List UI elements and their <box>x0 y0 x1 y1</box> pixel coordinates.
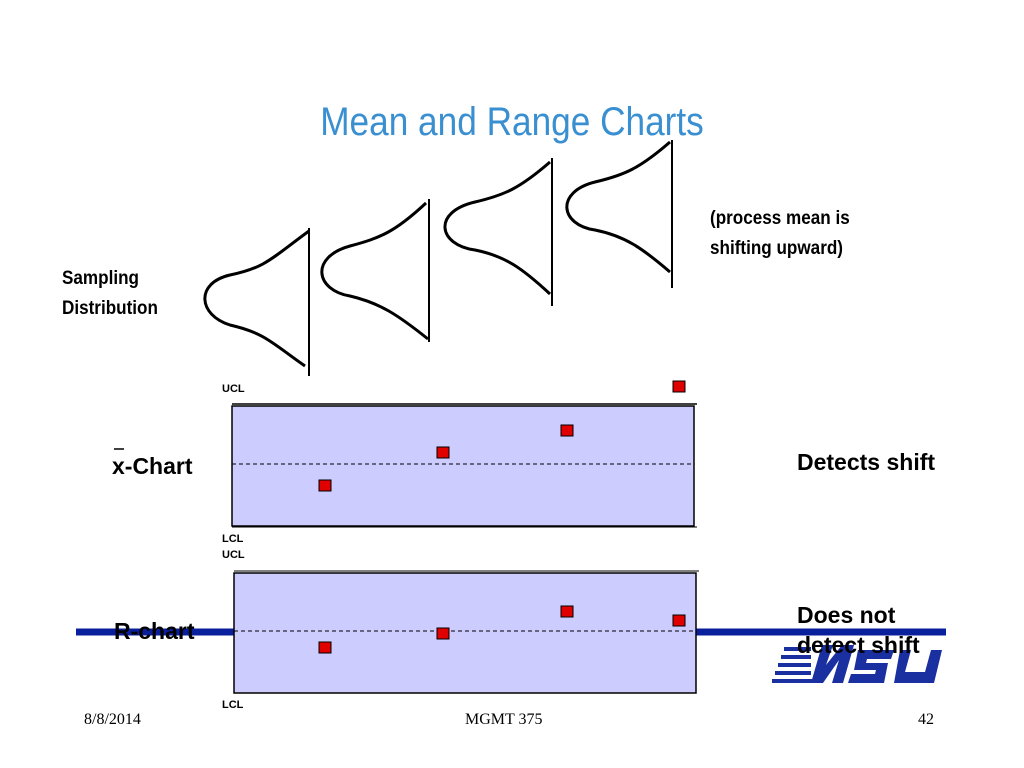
msu-logo <box>770 641 946 687</box>
slide-title: Mean and Range Charts <box>320 100 704 144</box>
sampling-label-line-1: Sampling <box>62 268 139 289</box>
r-point-2 <box>436 627 450 640</box>
xbar-verdict: Detects shift <box>797 449 936 475</box>
footer-course: MGMT 375 <box>465 711 543 728</box>
xbar-point-4 <box>672 380 686 393</box>
xbar-chart-label: x-Chart <box>112 453 193 479</box>
r-chart-label: R-chart <box>114 618 195 644</box>
shift-note-line-1: (process mean is <box>710 208 850 229</box>
xbar-point-1 <box>318 479 332 492</box>
r-chart-plot <box>233 570 699 694</box>
xbar-chart-plot <box>231 380 697 528</box>
distribution-curve-3 <box>443 158 553 306</box>
r-chart-area <box>233 572 697 694</box>
distribution-curve-2 <box>320 199 430 342</box>
sampling-label-line-2: Distribution <box>62 298 158 319</box>
shift-note-line-2: shifting upward) <box>710 238 843 259</box>
r-verdict-line-1: Does not <box>797 602 896 628</box>
r-lcl-label: LCL <box>222 699 244 711</box>
footer-date: 8/8/2014 <box>84 711 141 728</box>
distribution-curve-1 <box>203 228 310 376</box>
xbar-ucl-label: UCL <box>222 383 245 395</box>
xbar-chart-area <box>231 405 695 527</box>
r-point-3 <box>560 605 574 618</box>
r-verdict-line-2: detect shift <box>797 632 920 658</box>
xbar-point-2 <box>436 446 450 459</box>
r-point-1 <box>318 641 332 654</box>
sampling-distribution-curves <box>203 140 673 376</box>
r-verdict: Does not detect shift <box>797 600 920 660</box>
footer-page-number: 42 <box>918 711 934 728</box>
xbar-point-3 <box>560 424 574 437</box>
sampling-distribution-label: Sampling Distribution <box>62 264 158 324</box>
xbar-lcl-label: LCL <box>222 533 244 545</box>
process-shift-note: (process mean is shifting upward) <box>710 204 850 264</box>
r-point-4 <box>672 614 686 627</box>
r-ucl-label: UCL <box>222 549 245 561</box>
distribution-curve-4 <box>565 140 673 288</box>
